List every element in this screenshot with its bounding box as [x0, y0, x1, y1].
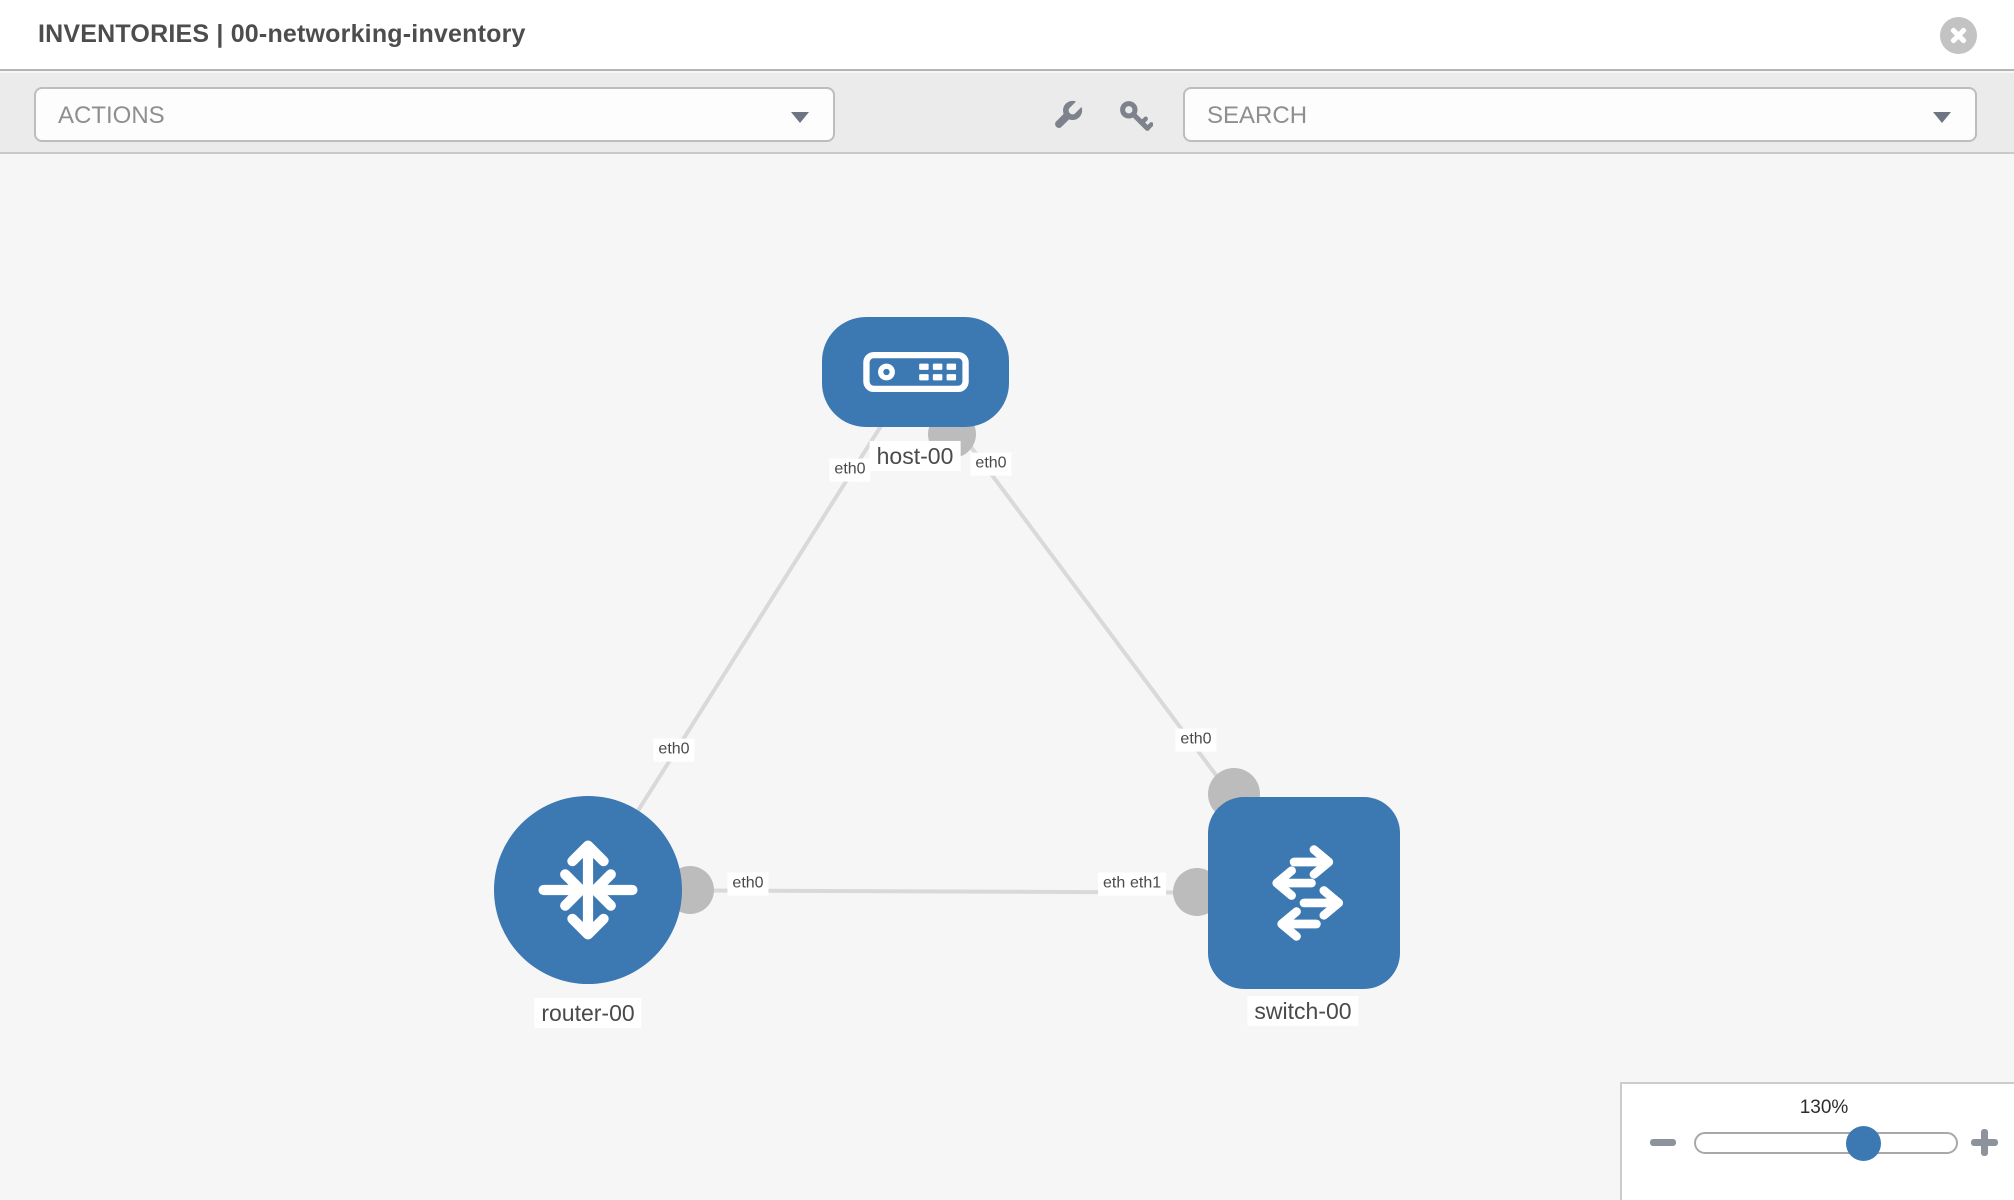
topology-canvas[interactable]: [0, 156, 2014, 1200]
wrench-icon: [1055, 100, 1083, 128]
chevron-down-icon: [791, 112, 809, 123]
host-icon: [862, 351, 969, 393]
close-button[interactable]: [1940, 17, 1977, 54]
actions-select[interactable]: ACTIONS: [34, 87, 835, 142]
zoom-slider-handle[interactable]: [1846, 1126, 1881, 1161]
node-router-00[interactable]: [494, 796, 682, 984]
search-select[interactable]: SEARCH: [1183, 87, 1977, 142]
port-label: eth0: [727, 872, 769, 896]
chevron-down-icon: [1933, 112, 1951, 123]
port-label: eth1: [1125, 872, 1167, 896]
key-icon: [1120, 101, 1153, 131]
port-label: eth0: [970, 452, 1012, 476]
node-label: router-00: [534, 997, 642, 1029]
node-label: switch-00: [1247, 995, 1359, 1027]
port-label: eth0: [653, 738, 695, 762]
key-button[interactable]: [1117, 98, 1153, 134]
minus-icon: [1650, 1139, 1676, 1146]
search-select-label: SEARCH: [1207, 102, 1308, 129]
zoom-level: 130%: [1799, 1097, 1849, 1118]
router-icon: [538, 840, 638, 940]
zoom-in-button[interactable]: [1971, 1129, 1998, 1156]
page-title: INVENTORIES | 00-networking-inventory: [38, 20, 526, 48]
zoom-out-button[interactable]: [1650, 1133, 1676, 1153]
actions-select-label: ACTIONS: [58, 102, 165, 129]
port-label: eth0: [1175, 728, 1217, 752]
header-bar: INVENTORIES | 00-networking-inventory: [0, 0, 2014, 71]
switch-icon: [1272, 845, 1344, 941]
node-switch-00[interactable]: [1208, 797, 1400, 989]
zoom-slider-track[interactable]: [1694, 1132, 1958, 1154]
node-host-00[interactable]: [822, 317, 1009, 427]
wrench-button[interactable]: [1049, 98, 1085, 134]
port-label: eth0: [829, 458, 871, 482]
edge-host-router[interactable]: [586, 370, 917, 892]
node-label: host-00: [869, 440, 961, 472]
